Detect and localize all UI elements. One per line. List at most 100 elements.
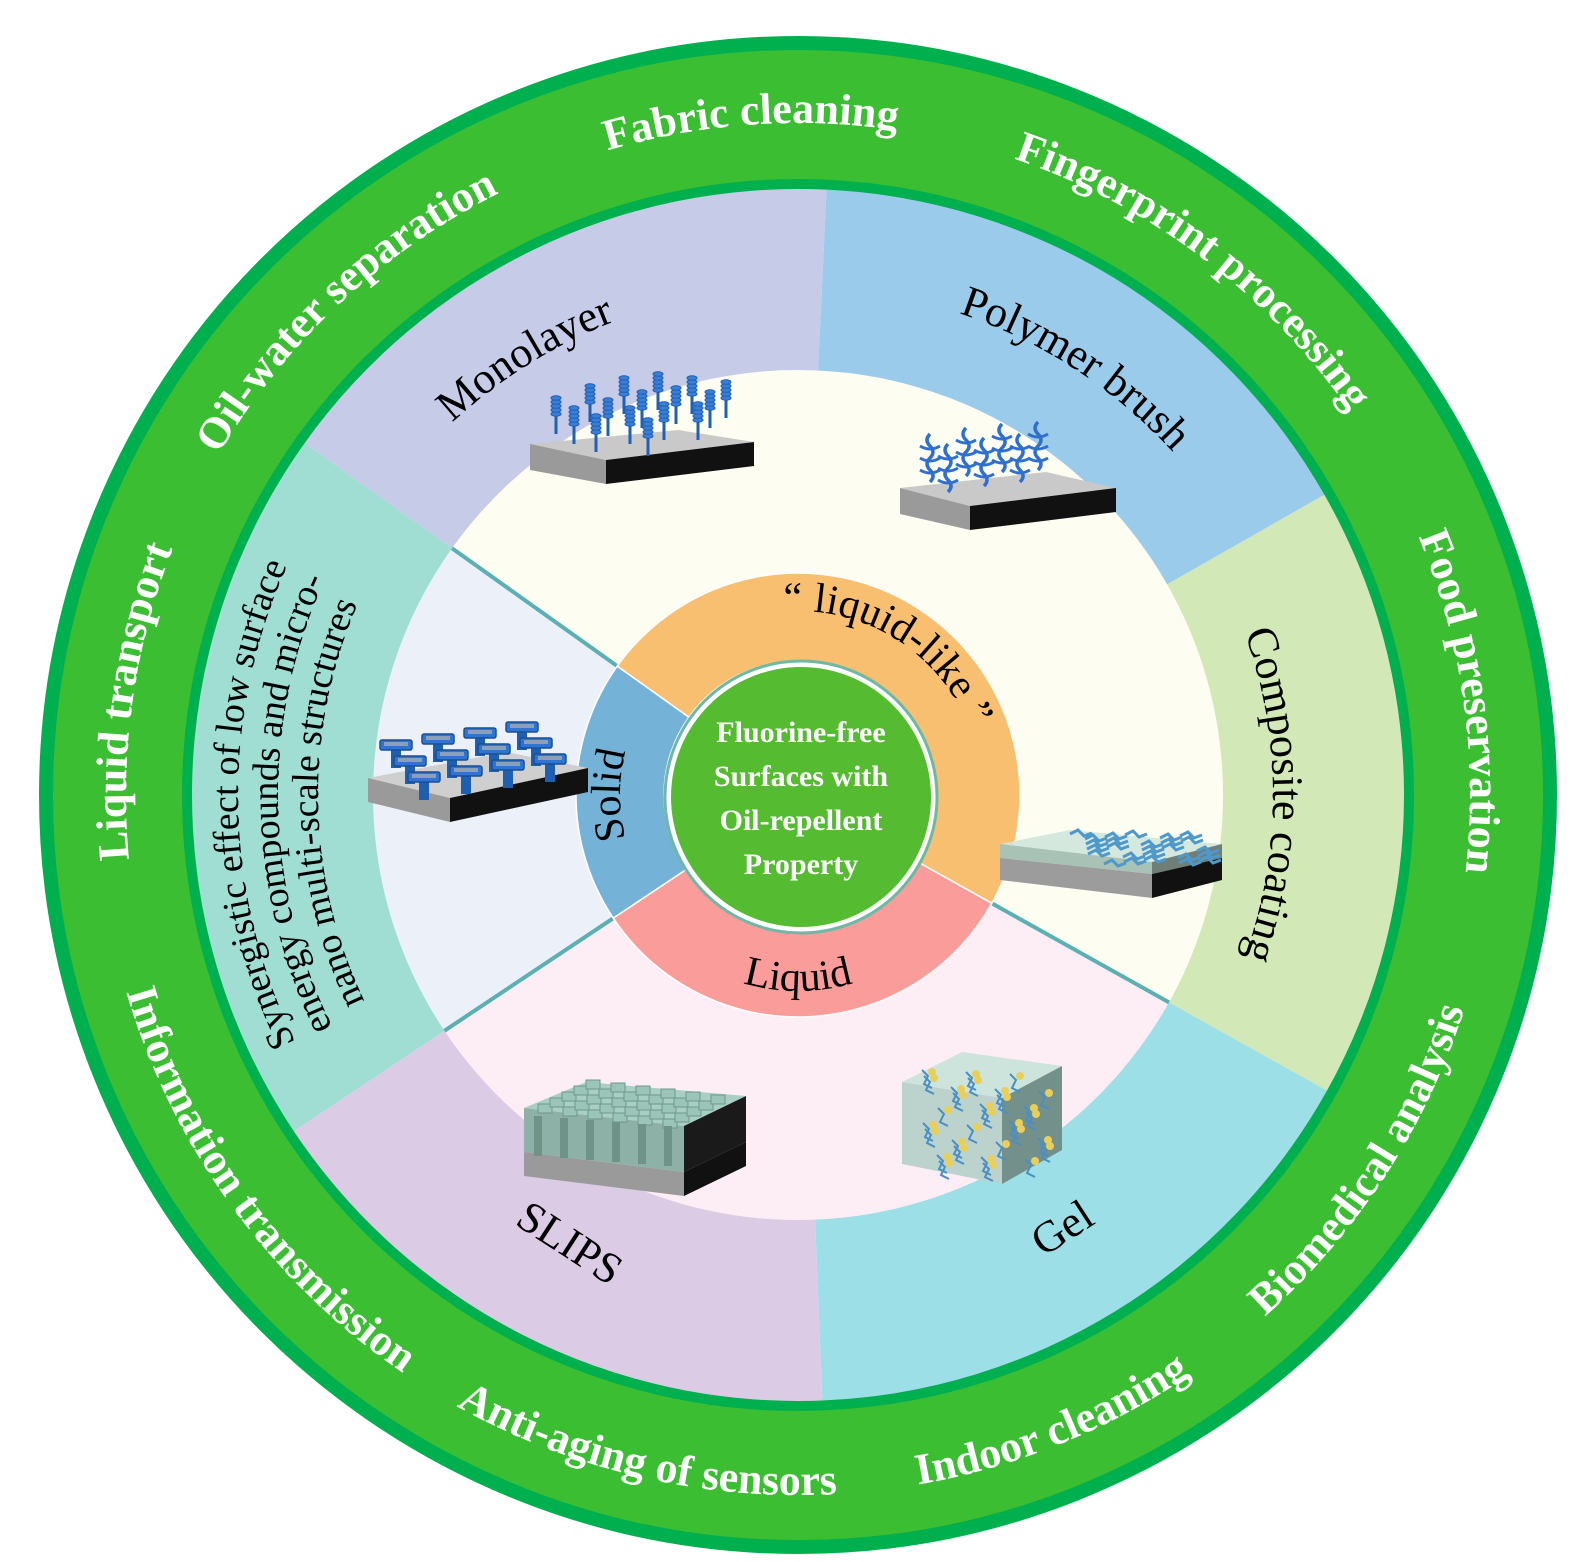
network-strand: [1084, 833, 1108, 843]
network-strand: [1106, 841, 1130, 851]
gel-droplet: [1032, 1110, 1040, 1118]
gel-strand: [1025, 1111, 1037, 1131]
gel-strand: [924, 1128, 936, 1148]
micro-nano-structure-illustration: [368, 721, 588, 822]
gel-droplet: [988, 1108, 996, 1116]
pillar-top: [610, 1082, 626, 1093]
coiled-chain: [658, 401, 670, 440]
brush-branch: [937, 478, 959, 485]
slab-side: [1152, 858, 1222, 898]
coiled-chain: [692, 401, 704, 440]
brush-branch: [973, 448, 995, 455]
coiled-chain: [550, 395, 562, 434]
pillar-top: [537, 1103, 553, 1114]
brush-branch: [1009, 444, 1031, 451]
gel-droplet: [1016, 1072, 1024, 1080]
coiled-chain: [602, 397, 614, 436]
network-strand: [1085, 838, 1109, 848]
brush-branch: [1009, 456, 1031, 463]
network-strand: [1178, 857, 1202, 867]
network-strand: [1105, 836, 1129, 846]
center-title-line: Oil-repellent: [720, 804, 883, 837]
polymer-brush-chains: [919, 420, 1049, 494]
monolayer-illustration: [530, 371, 754, 484]
network-strand: [1124, 829, 1148, 839]
pillar-top: [585, 1079, 601, 1090]
coiled-chain: [568, 405, 580, 444]
network-strand: [1069, 828, 1093, 838]
slab-front: [368, 778, 450, 822]
brush-branch: [973, 460, 995, 467]
gel-droplet: [973, 1123, 981, 1131]
pillar-top: [598, 1088, 614, 1099]
surface-type-sectors: [192, 188, 1405, 1401]
slab-front: [530, 444, 606, 484]
network-strand: [1161, 842, 1185, 852]
gel-strand: [937, 1107, 949, 1127]
gel-strand: [953, 1145, 965, 1165]
network-strand: [1197, 850, 1221, 860]
pillar-shadow: [560, 1118, 568, 1158]
brush-branch: [991, 434, 1013, 441]
center-title-line: Property: [744, 848, 858, 881]
gel-illustration: [902, 1052, 1062, 1184]
pillar-top: [660, 1088, 676, 1099]
gel-network: [921, 1068, 1054, 1182]
pillar-top: [562, 1106, 578, 1117]
network-strand: [1179, 830, 1203, 840]
brush-branch: [955, 462, 977, 469]
t-pillars: [379, 721, 567, 800]
coiled-chain: [618, 375, 630, 414]
divider-line: [443, 916, 615, 1033]
center-badge: Fluorine-free Surfaces with Oil-repellen…: [663, 659, 939, 935]
sector-polymer-brush[interactable]: [817, 189, 1325, 586]
gel-droplet: [930, 1074, 938, 1082]
gel-droplet: [959, 1091, 967, 1099]
cube-top: [902, 1052, 1062, 1098]
brush-branch: [991, 458, 1013, 465]
network-strand: [1141, 844, 1165, 854]
pillar-top: [635, 1085, 651, 1096]
sector-composite-coating[interactable]: [1165, 494, 1405, 1091]
pillar-top: [686, 1106, 702, 1117]
pillar-shadow: [586, 1120, 594, 1160]
pillar-top: [648, 1094, 664, 1105]
network-strand: [1086, 843, 1110, 853]
state-label-liquid: Liquid: [740, 948, 855, 1001]
coiled-chain: [652, 371, 664, 410]
gel-strand: [952, 1092, 964, 1112]
gel-strand: [938, 1160, 950, 1180]
gel-droplet: [989, 1161, 997, 1169]
network-strand: [1198, 855, 1222, 865]
network-strand: [1122, 851, 1146, 861]
state-ring: [575, 572, 1021, 1018]
gel-droplet: [1045, 1089, 1053, 1097]
sector-slips[interactable]: [293, 1029, 823, 1401]
slab-side: [970, 488, 1116, 530]
network-strand: [1087, 848, 1111, 858]
coiled-chain: [584, 383, 596, 422]
sector-gel[interactable]: [814, 1001, 1327, 1401]
brush-branch: [991, 446, 1013, 453]
sector-synergistic-structures[interactable]: [192, 443, 454, 1132]
pillar-top: [685, 1091, 701, 1102]
pillar-top: [573, 1085, 589, 1096]
coiled-chain: [590, 413, 602, 452]
gel-droplet: [1017, 1125, 1025, 1133]
gel-strand: [1038, 1090, 1050, 1110]
slab-front: [524, 1152, 684, 1196]
polymer-brush-illustration: [900, 420, 1116, 530]
network-strand: [1140, 839, 1164, 849]
pillar-top: [674, 1112, 690, 1123]
gel-strand: [1010, 1126, 1022, 1146]
coiled-chain: [720, 379, 732, 418]
pillar-top: [586, 1094, 602, 1105]
slips-illustration: [524, 1079, 746, 1196]
gel-strand: [923, 1075, 935, 1095]
sector-monolayer[interactable]: [304, 188, 827, 550]
composite-network: [1069, 828, 1222, 868]
pillar-top: [710, 1094, 726, 1105]
slab-side: [684, 1142, 746, 1196]
gel-strand: [995, 1141, 1007, 1161]
